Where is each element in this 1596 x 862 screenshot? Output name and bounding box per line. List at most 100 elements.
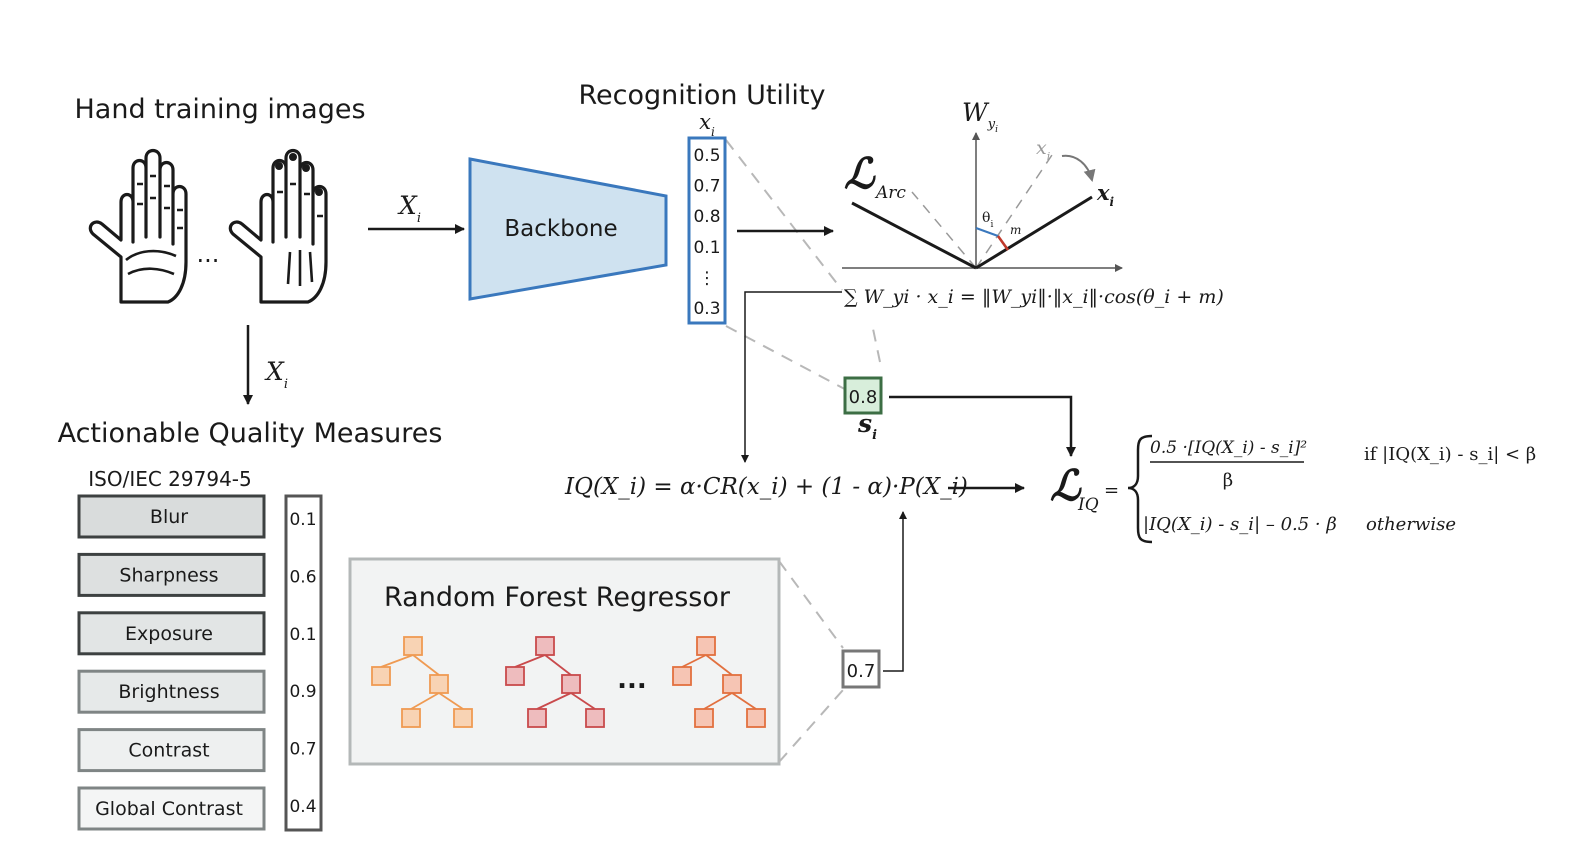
iq-loss-brace bbox=[1127, 434, 1153, 544]
quality-measure-label: Exposure bbox=[125, 623, 213, 645]
quality-value: 0.4 bbox=[289, 797, 316, 817]
forest-output-value: 0.7 bbox=[847, 661, 876, 682]
zoom-line-upper bbox=[725, 139, 843, 291]
quality-measure-label: Sharpness bbox=[119, 564, 218, 586]
target-box bbox=[843, 376, 883, 415]
tree-edge bbox=[703, 692, 733, 710]
quality-measure-label: Contrast bbox=[128, 740, 209, 762]
quality-measure-box bbox=[77, 552, 266, 597]
connector-embedding-to-iq bbox=[741, 291, 842, 463]
margin-label: m bbox=[1010, 223, 1021, 237]
rotation-arrow bbox=[1061, 154, 1096, 182]
forest-title: Random Forest Regressor bbox=[384, 582, 731, 613]
hand-image-left bbox=[88, 148, 188, 304]
arc-loss-symbol: ℒ bbox=[844, 149, 876, 198]
hand-images-title: Hand training images bbox=[74, 94, 365, 125]
tree-node bbox=[401, 708, 421, 728]
embedding-value: 0.5 bbox=[693, 146, 720, 166]
backbone-label: Backbone bbox=[504, 216, 617, 242]
tree-node bbox=[403, 636, 423, 656]
quality-measures-list: BlurSharpnessExposureBrightnessContrastG… bbox=[77, 494, 266, 831]
quality-value: 0.6 bbox=[289, 567, 316, 587]
embedding-value: 0.8 bbox=[693, 207, 720, 227]
iq-loss-sub: IQ bbox=[1077, 495, 1099, 515]
iq-loss-eq: = bbox=[1104, 480, 1119, 501]
forest-trees bbox=[371, 636, 766, 728]
arc-loss-sub: Arc bbox=[874, 183, 906, 203]
tree-node bbox=[694, 708, 714, 728]
tree-edge bbox=[705, 654, 733, 676]
quality-measure-label: Brightness bbox=[118, 681, 219, 703]
tree-node bbox=[527, 708, 547, 728]
tree-node bbox=[371, 666, 391, 686]
quality-measure-label: Global Contrast bbox=[95, 798, 243, 820]
target-value: 0.8 bbox=[849, 387, 878, 408]
quality-measure-label: Blur bbox=[150, 506, 188, 528]
embedding-value: ⋮ bbox=[699, 268, 716, 288]
hand-image-right bbox=[228, 148, 328, 304]
zoom-line-lower bbox=[725, 325, 857, 396]
quality-values: 0.10.60.10.90.70.4 bbox=[289, 510, 316, 817]
embedding-value: 0.7 bbox=[693, 177, 720, 197]
tree-edge bbox=[731, 692, 757, 710]
tree-node bbox=[672, 666, 692, 686]
embedding-label: xi bbox=[699, 110, 715, 139]
tree-node bbox=[696, 636, 716, 656]
tree-edge bbox=[438, 692, 464, 710]
arrow-forest-to-iq bbox=[883, 511, 907, 672]
quality-input-label: Xi bbox=[264, 357, 288, 392]
arc-boundary-right bbox=[975, 195, 1093, 270]
tree-node bbox=[453, 708, 473, 728]
tree-edge bbox=[410, 692, 440, 710]
target-label: si bbox=[857, 409, 877, 443]
arc-dashed-left bbox=[911, 191, 977, 269]
iq-loss-symbol: ℒ bbox=[1050, 461, 1082, 510]
tree-edge bbox=[412, 654, 440, 676]
iq-case2-condition: otherwise bbox=[1366, 514, 1456, 535]
tree-edge bbox=[514, 654, 546, 668]
forest-output-box bbox=[841, 649, 881, 689]
tree-edge bbox=[570, 692, 596, 710]
embedding-value: 0.1 bbox=[693, 238, 720, 258]
zoom-line-target bbox=[871, 323, 881, 363]
tree-node bbox=[535, 636, 555, 656]
forest-zoom-upper bbox=[778, 560, 844, 649]
quality-measure-box bbox=[77, 494, 266, 539]
tree-node bbox=[561, 674, 581, 694]
arc-formula: ∑ W_yi · x_i = ‖W_yi‖·‖x_i‖·cos(θ_i + m) bbox=[844, 286, 1224, 308]
quality-value: 0.9 bbox=[289, 682, 316, 702]
quality-measure-box bbox=[77, 669, 266, 714]
quality-title: Actionable Quality Measures bbox=[58, 418, 443, 449]
quality-value: 0.1 bbox=[289, 510, 316, 530]
theta-label: θi bbox=[982, 210, 993, 230]
w-axis-label: Wyi bbox=[962, 98, 998, 135]
hand-images-ellipsis: ... bbox=[197, 240, 220, 268]
iq-case1-condition: if |IQ(X_i) - s_i| < β bbox=[1364, 444, 1536, 465]
tree-node bbox=[429, 674, 449, 694]
theta-arc bbox=[975, 227, 999, 237]
iq-case1-numerator: 0.5 ·[IQ(X_i) - s_i]² bbox=[1150, 438, 1307, 458]
decision-tree bbox=[371, 636, 473, 728]
iq-case1-denominator: β bbox=[1223, 470, 1233, 491]
tree-edge bbox=[681, 654, 707, 668]
tree-edge bbox=[544, 654, 572, 676]
quality-values-vector bbox=[284, 494, 323, 832]
margin-arc bbox=[996, 235, 1010, 251]
arrow-target-to-loss bbox=[889, 395, 1076, 457]
recognition-utility-title: Recognition Utility bbox=[579, 80, 826, 111]
decision-tree bbox=[672, 636, 766, 728]
embedding-values: 0.50.70.80.1⋮0.3 bbox=[693, 146, 720, 319]
iso-standard-label: ISO/IEC 29794-5 bbox=[88, 467, 252, 491]
tree-edge bbox=[380, 654, 414, 668]
tree-node bbox=[746, 708, 766, 728]
arc-dashed-xi bbox=[975, 151, 1055, 269]
backbone-input-label: Xi bbox=[397, 191, 421, 226]
quality-value: 0.7 bbox=[289, 740, 316, 760]
tree-node bbox=[585, 708, 605, 728]
arc-boundary-left bbox=[851, 201, 977, 270]
iq-case2-expr: |IQ(X_i) - s_i| – 0.5 · β bbox=[1143, 514, 1337, 535]
decision-tree bbox=[505, 636, 605, 728]
backbone-trapezoid bbox=[468, 157, 668, 301]
